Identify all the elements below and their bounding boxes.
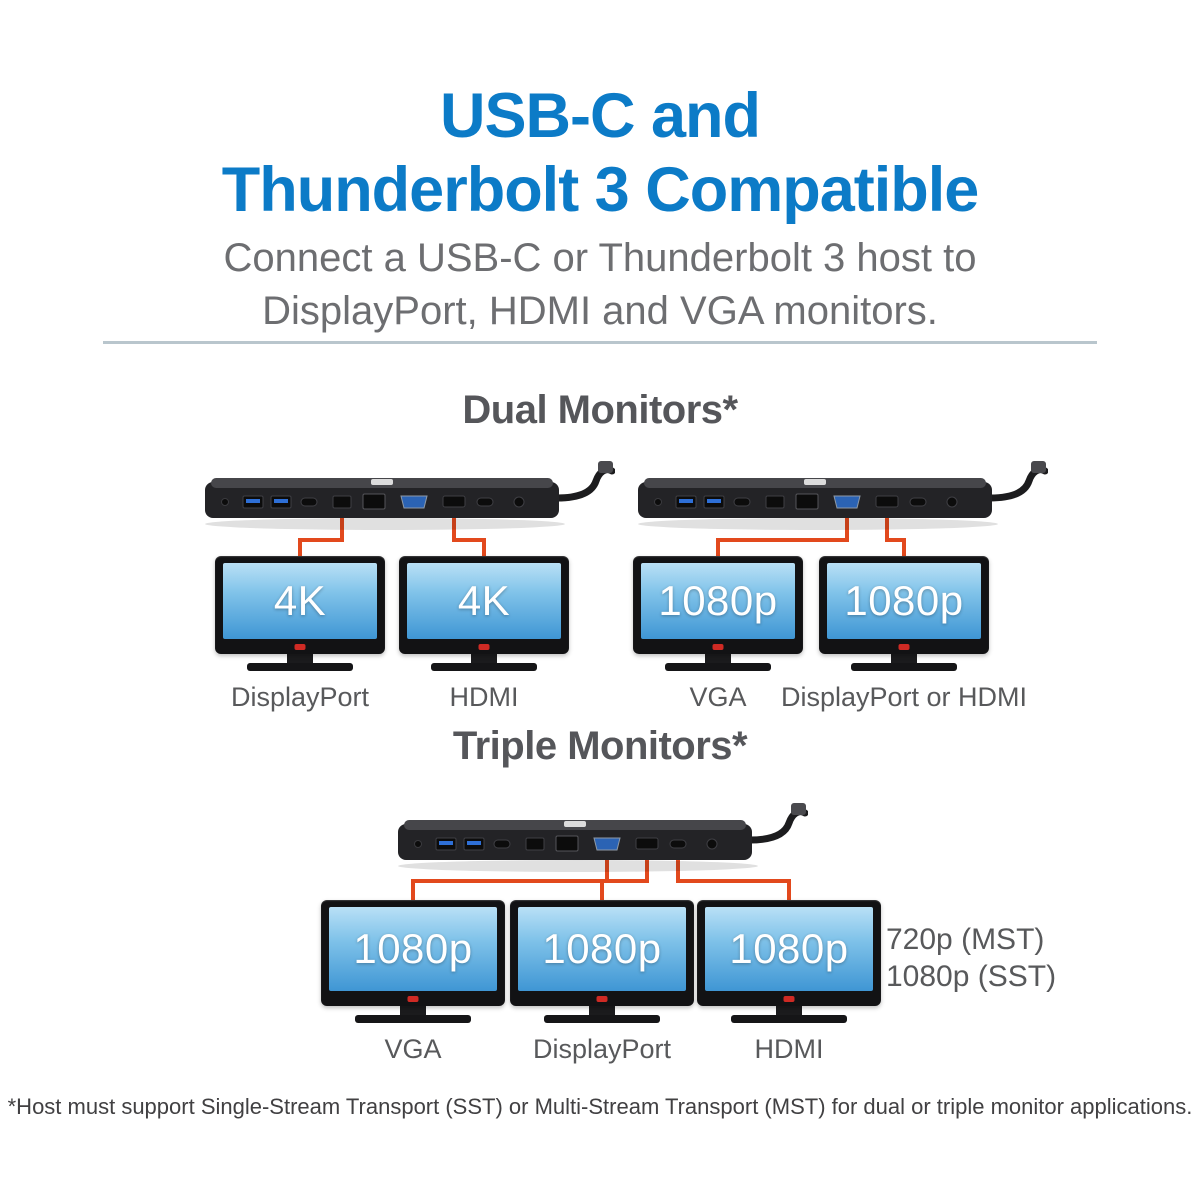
monitor-logo-dot bbox=[407, 996, 419, 1002]
monitor-screen: 1080p bbox=[329, 907, 497, 991]
monitor-port-label: DisplayPort or HDMI bbox=[780, 682, 1028, 712]
section-divider bbox=[103, 341, 1097, 344]
monitor-screen: 1080p bbox=[641, 563, 795, 639]
monitor-stand-base bbox=[665, 663, 771, 671]
monitor-logo-dot bbox=[478, 644, 490, 650]
monitor-triple-hdmi: 1080p HDMI bbox=[689, 900, 889, 1065]
monitor-triple-displayport: 1080p DisplayPort bbox=[502, 900, 702, 1065]
monitor-stand-base bbox=[247, 663, 353, 671]
monitor-dual-hdmi: 4K HDMI bbox=[389, 556, 579, 713]
monitor-stand-neck bbox=[891, 654, 917, 663]
triple-monitors-heading: Triple Monitors* bbox=[452, 724, 748, 768]
monitor-stand-neck bbox=[287, 654, 313, 663]
monitor-dual-dp-or-hdmi: 1080p DisplayPort or HDMI bbox=[781, 556, 1027, 713]
note-line-2: 1080p (SST) bbox=[886, 959, 1057, 993]
monitor-screen: 1080p bbox=[827, 563, 981, 639]
monitor-bezel: 1080p bbox=[819, 556, 989, 654]
title-line-2: Thunderbolt 3 Compatible bbox=[221, 154, 980, 225]
monitor-triple-vga: 1080p VGA bbox=[313, 900, 513, 1065]
page-title: USB-C and Thunderbolt 3 Compatible bbox=[0, 80, 1200, 227]
title-line-1: USB-C and bbox=[440, 81, 761, 151]
monitor-graphic: 1080p bbox=[321, 900, 505, 1023]
monitor-graphic: 4K bbox=[215, 556, 385, 671]
subtitle-line-1: Connect a USB-C or Thunderbolt 3 host to bbox=[223, 236, 977, 280]
monitor-port-label: VGA bbox=[689, 682, 747, 712]
monitor-stand-base bbox=[355, 1015, 471, 1023]
resolution-note: 720p (MST) 1080p (SST) bbox=[886, 922, 1056, 995]
footnote: *Host must support Single-Stream Transpo… bbox=[7, 1094, 1193, 1119]
resolution-text: 4K bbox=[457, 577, 511, 624]
monitor-port-label: DisplayPort bbox=[532, 1034, 672, 1064]
resolution-text: 1080p bbox=[353, 925, 473, 972]
monitor-stand-base bbox=[731, 1015, 847, 1023]
monitor-stand-neck bbox=[400, 1006, 426, 1015]
resolution-text: 1080p bbox=[844, 577, 964, 624]
monitor-screen: 1080p bbox=[705, 907, 873, 991]
monitor-port-label: HDMI bbox=[449, 682, 519, 712]
monitor-screen: 4K bbox=[223, 563, 377, 639]
resolution-text: 1080p bbox=[658, 577, 778, 624]
monitor-graphic: 4K bbox=[399, 556, 569, 671]
monitor-screen: 4K bbox=[407, 563, 561, 639]
monitor-screen: 1080p bbox=[518, 907, 686, 991]
monitor-bezel: 4K bbox=[399, 556, 569, 654]
monitor-dual-displayport: 4K DisplayPort bbox=[205, 556, 395, 713]
monitor-logo-dot bbox=[596, 996, 608, 1002]
monitor-stand-base bbox=[851, 663, 957, 671]
monitor-port-label: VGA bbox=[384, 1034, 442, 1064]
monitor-graphic: 1080p bbox=[633, 556, 803, 671]
monitor-logo-dot bbox=[294, 644, 306, 650]
dual-monitors-heading: Dual Monitors* bbox=[462, 388, 738, 432]
monitor-stand-base bbox=[431, 663, 537, 671]
monitor-graphic: 1080p bbox=[510, 900, 694, 1023]
dock-triple bbox=[388, 790, 808, 885]
monitor-stand-neck bbox=[776, 1006, 802, 1015]
resolution-text: 1080p bbox=[729, 925, 849, 972]
monitor-stand-neck bbox=[471, 654, 497, 663]
page-subtitle: Connect a USB-C or Thunderbolt 3 host to… bbox=[0, 232, 1200, 338]
monitor-stand-base bbox=[544, 1015, 660, 1023]
monitor-bezel: 4K bbox=[215, 556, 385, 654]
monitor-port-label: HDMI bbox=[754, 1034, 824, 1064]
monitor-bezel: 1080p bbox=[633, 556, 803, 654]
monitor-logo-dot bbox=[898, 644, 910, 650]
monitor-dual-vga: 1080p VGA bbox=[623, 556, 813, 713]
monitor-port-label: DisplayPort bbox=[230, 682, 370, 712]
monitor-graphic: 1080p bbox=[819, 556, 989, 671]
monitor-logo-dot bbox=[783, 996, 795, 1002]
monitor-bezel: 1080p bbox=[510, 900, 694, 1006]
dock-dual-left bbox=[195, 448, 615, 543]
subtitle-line-2: DisplayPort, HDMI and VGA monitors. bbox=[262, 288, 938, 333]
dock-dual-right bbox=[628, 448, 1048, 543]
monitor-stand-neck bbox=[705, 654, 731, 663]
monitor-bezel: 1080p bbox=[321, 900, 505, 1006]
monitor-bezel: 1080p bbox=[697, 900, 881, 1006]
resolution-text: 1080p bbox=[542, 925, 662, 972]
monitor-graphic: 1080p bbox=[697, 900, 881, 1023]
resolution-text: 4K bbox=[273, 577, 327, 624]
monitor-logo-dot bbox=[712, 644, 724, 650]
note-line-1: 720p (MST) bbox=[886, 923, 1045, 956]
monitor-stand-neck bbox=[589, 1006, 615, 1015]
